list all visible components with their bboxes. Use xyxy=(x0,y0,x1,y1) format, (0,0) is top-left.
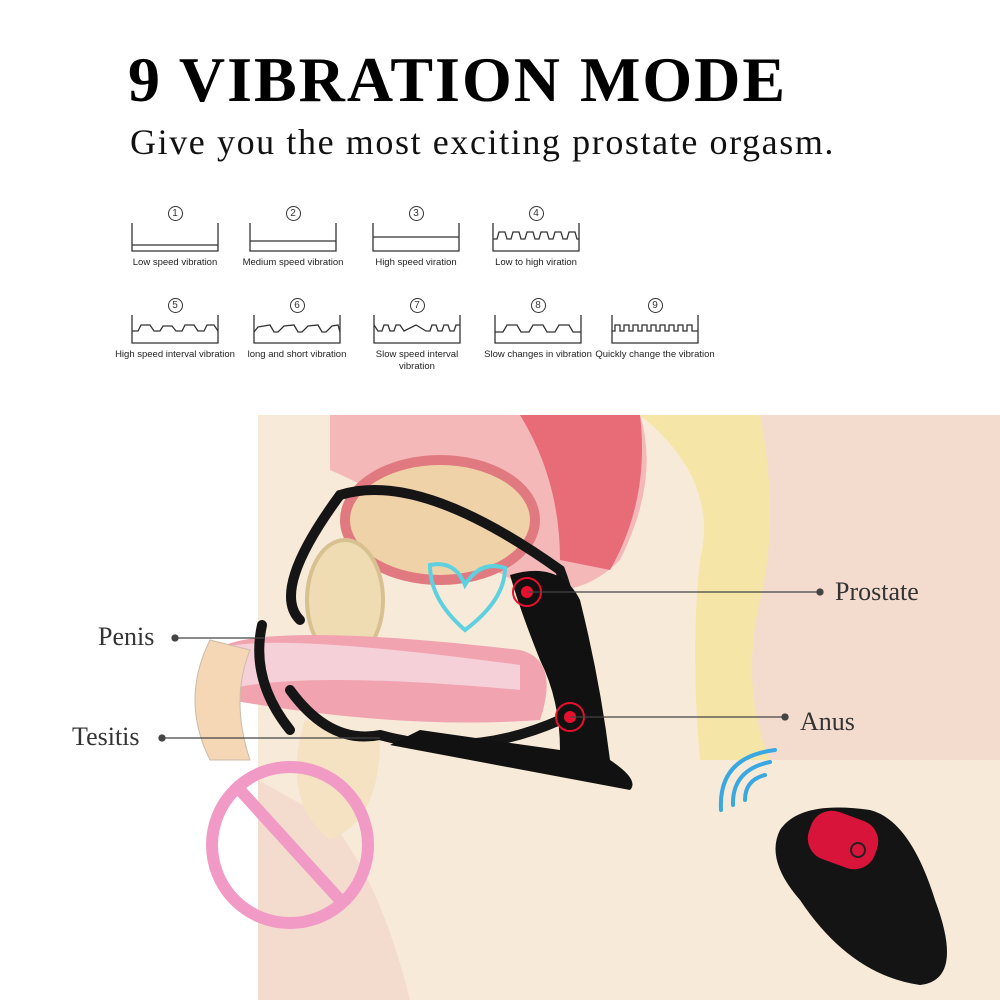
censor-slash xyxy=(235,785,345,905)
waveform-icon xyxy=(249,223,337,252)
callout-testis: Tesitis xyxy=(72,722,140,751)
waveform-icon xyxy=(372,223,460,252)
rectum-wall xyxy=(520,415,642,570)
mode-number: 7 xyxy=(409,298,425,313)
waveform-icon xyxy=(492,223,580,252)
vibration-mode-6: 6 long and short vibration xyxy=(237,295,357,361)
mode-label: long and short vibration xyxy=(247,349,347,360)
mode-number: 8 xyxy=(530,298,546,313)
vibration-mode-2: 2 Medium speed vibration xyxy=(233,203,353,269)
mode-number: 3 xyxy=(408,206,424,221)
urethra xyxy=(215,642,520,690)
mode-label: Quickly change the vibration xyxy=(595,349,715,360)
vibration-mode-3: 3 High speed viration xyxy=(356,203,476,269)
mode-label: Medium speed vibration xyxy=(242,257,344,268)
vibration-mode-9: 9 Quickly change the vibration xyxy=(595,295,715,361)
waveform-icon xyxy=(611,315,699,344)
callout-penis: Penis xyxy=(98,622,155,651)
waveform-icon xyxy=(131,315,219,344)
waveform-icon xyxy=(373,315,461,344)
mode-number: 4 xyxy=(528,206,544,221)
callout-lines xyxy=(158,588,824,742)
waveform-icon xyxy=(131,223,219,252)
mode-label: Low to high viration xyxy=(495,257,577,268)
mode-number: 1 xyxy=(167,206,183,221)
prostate-outline xyxy=(427,562,508,633)
page-title: 9 VIBRATION MODE xyxy=(128,44,788,115)
vibration-mode-7: 7 Slow speed interval vibration xyxy=(357,295,477,373)
mode-label: High speed viration xyxy=(375,257,457,268)
vibration-mode-1: 1 Low speed vibration xyxy=(115,203,235,269)
vibration-mode-4: 4 Low to high viration xyxy=(476,203,596,269)
callout-anus: Anus xyxy=(800,707,855,736)
mode-label: High speed interval vibration xyxy=(115,349,235,360)
power-icon xyxy=(850,842,866,858)
remote-button-pad xyxy=(807,810,879,870)
mode-number: 9 xyxy=(647,298,663,313)
glans xyxy=(194,639,251,761)
censor-icon xyxy=(206,761,374,929)
mode-number: 2 xyxy=(285,206,301,221)
wireless-signal-icon xyxy=(718,748,777,812)
mode-number: 5 xyxy=(167,298,183,313)
callout-prostate: Prostate xyxy=(835,577,919,606)
mode-number: 6 xyxy=(289,298,305,313)
prostate-massager xyxy=(390,570,633,790)
spine-bone xyxy=(640,415,770,760)
remote-control xyxy=(775,807,947,985)
vibration-mode-5: 5 High speed interval vibration xyxy=(115,295,235,361)
waveform-icon xyxy=(494,315,582,344)
waveform-icon xyxy=(253,315,341,344)
vibration-mode-8: 8 Slow changes in vibration xyxy=(478,295,598,361)
mode-label: Low speed vibration xyxy=(132,257,218,268)
page-subtitle: Give you the most exciting prostate orga… xyxy=(130,122,836,162)
mode-label: Slow speed interval vibration xyxy=(375,349,459,372)
mode-label: Slow changes in vibration xyxy=(484,349,592,360)
